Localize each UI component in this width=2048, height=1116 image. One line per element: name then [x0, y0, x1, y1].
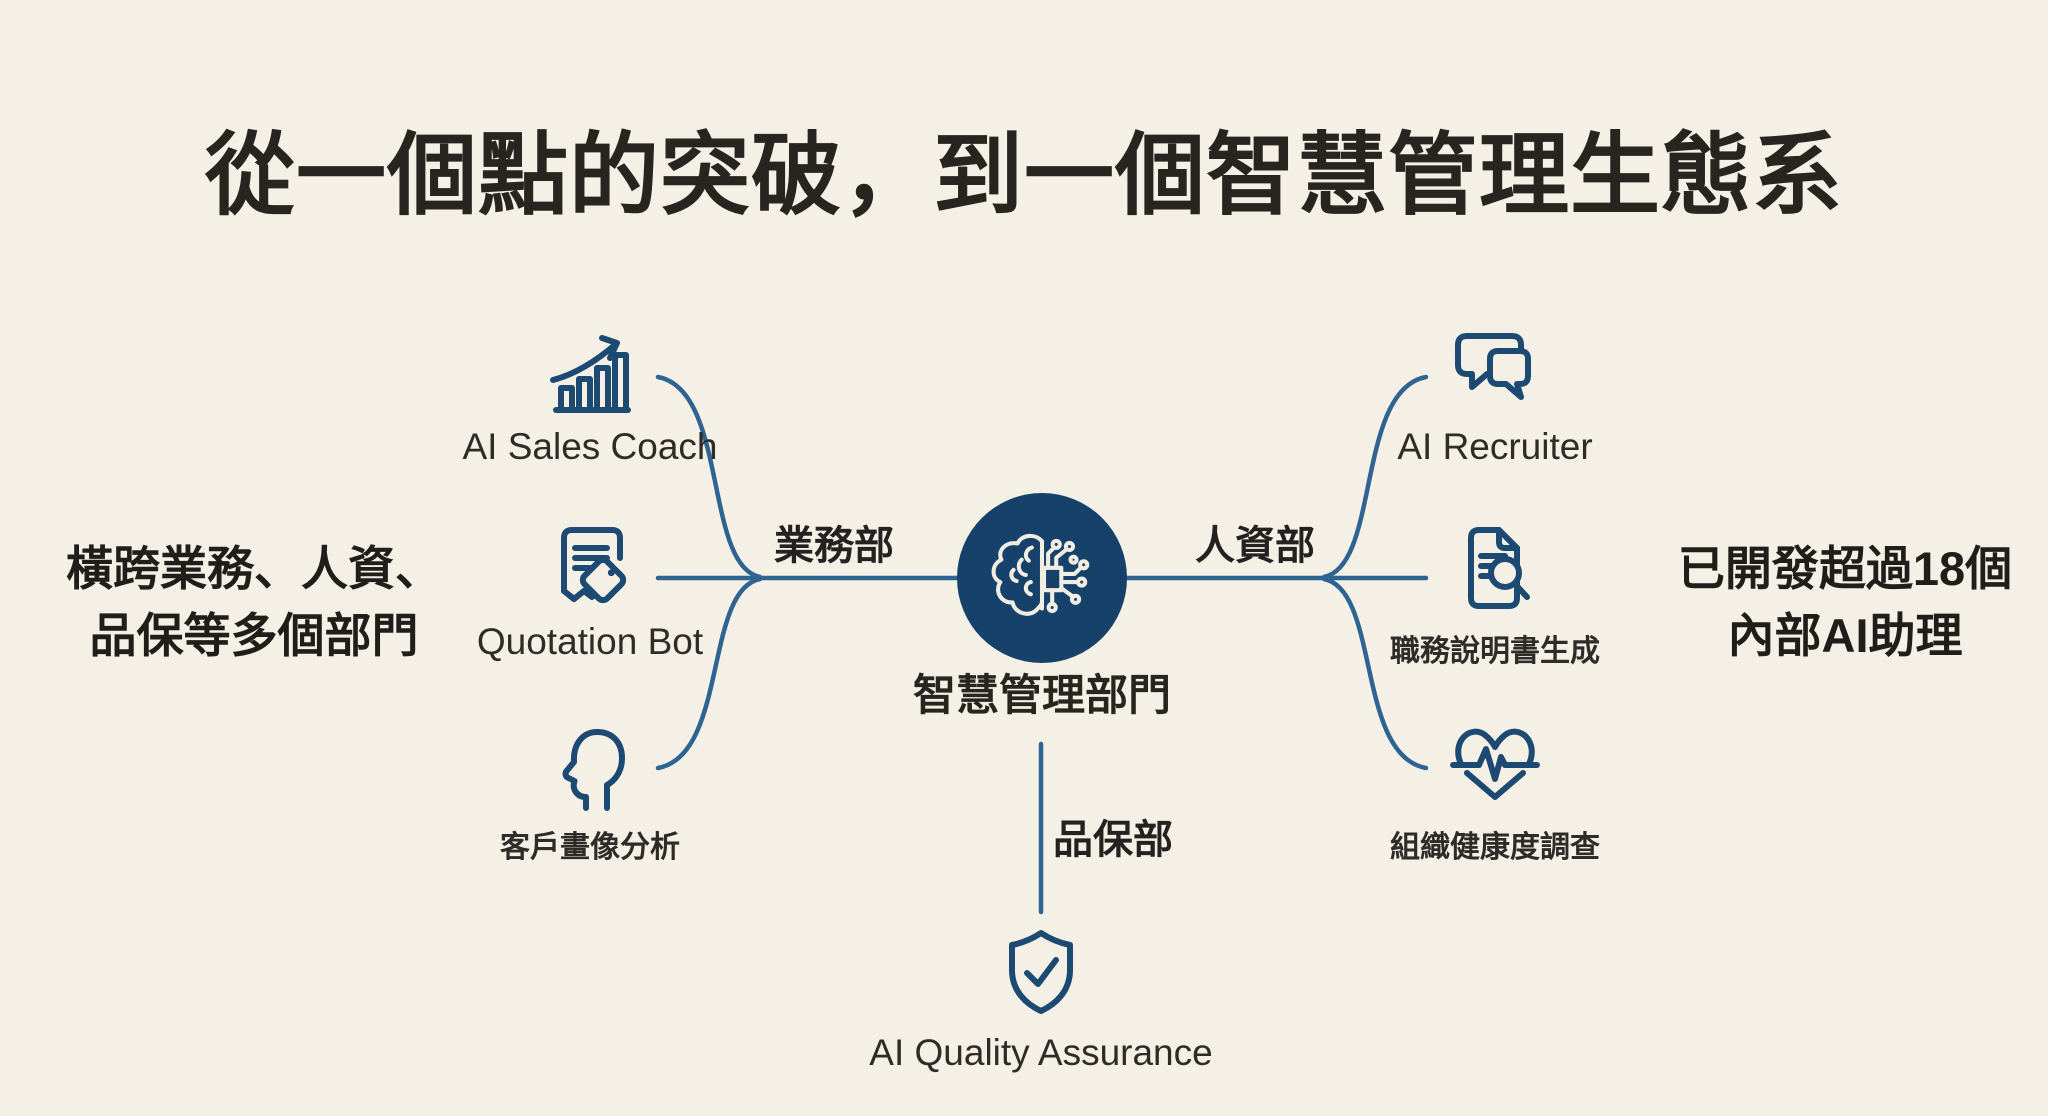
node-label-org-health-survey: 組織健康度調查	[1390, 831, 1600, 864]
shield-check-icon	[1009, 930, 1073, 1014]
growth-chart-icon	[550, 335, 631, 413]
node-label-job-description-generation: 職務說明書生成	[1390, 635, 1600, 668]
right-summary-line1: 已開發超過18個	[1677, 542, 2013, 595]
node-label-ai-sales-coach: AI Sales Coach	[462, 426, 718, 467]
chat-bubbles-icon	[1455, 333, 1531, 400]
connector-hr-bottom	[1321, 576, 1429, 771]
slide-title: 從一個點的突破，到一個智慧管理生態系	[205, 126, 1843, 226]
branch-label-qa: 品保部	[1053, 818, 1173, 862]
branch-label-sales: 業務部	[774, 524, 894, 568]
connector-hr-top	[1321, 374, 1429, 580]
left-summary-line2: 品保等多個部門	[89, 608, 419, 662]
node-label-quotation-bot: Quotation Bot	[476, 621, 704, 662]
receipt-tag-icon	[561, 527, 627, 604]
left-summary-note: 橫跨業務、人資、 品保等多個部門	[28, 536, 480, 669]
connector-sales-bottom	[655, 576, 763, 771]
ai-brain-circuit-icon	[991, 533, 1090, 616]
node-label-ai-recruiter: AI Recruiter	[1397, 426, 1593, 467]
customer-profile-icon	[562, 729, 625, 811]
connector-sales-top	[655, 374, 763, 580]
node-label-ai-quality-assurance: AI Quality Assurance	[869, 1032, 1213, 1073]
right-summary-line2: 內部AI助理	[1727, 608, 1963, 662]
hub-label: 智慧管理部門	[913, 672, 1171, 720]
heart-pulse-icon	[1450, 728, 1540, 800]
branch-label-hr: 人資部	[1195, 524, 1315, 568]
hub-circle	[957, 493, 1127, 663]
document-search-icon	[1468, 527, 1530, 609]
left-summary-line1: 橫跨業務、人資、	[66, 542, 442, 595]
right-summary-note: 已開發超過18個 內部AI助理	[1652, 536, 2038, 669]
node-label-customer-profile-analysis: 客戶畫像分析	[500, 831, 680, 864]
